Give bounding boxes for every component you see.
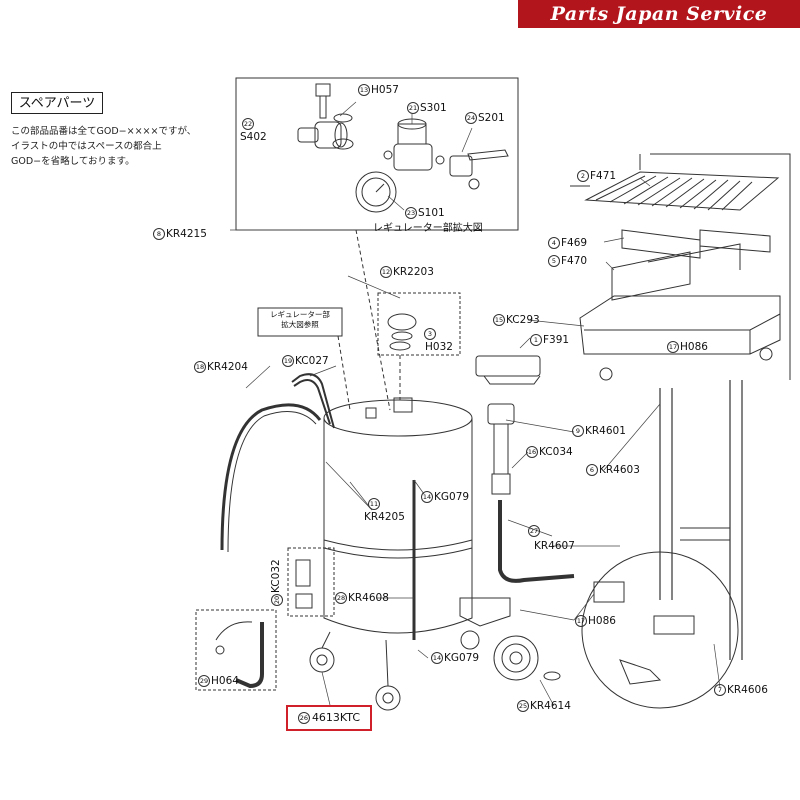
grate-f471 (584, 171, 780, 211)
large-wheel-part (493, 635, 561, 681)
tank-handle (293, 379, 331, 425)
part-label: KR4205 (364, 511, 405, 523)
part-label: S402 (240, 131, 267, 143)
part-label: H032 (425, 341, 453, 353)
regulator-caption: レギュレーター部拡大図 (373, 223, 483, 234)
hose-kr4607 (498, 500, 575, 583)
bracket-part (459, 597, 511, 627)
note-line: この部品品番は全てGOD−××××ですが、 (11, 126, 197, 137)
part-label: 27 (528, 525, 540, 537)
part-label: 22 (242, 118, 254, 130)
leader-lines (230, 101, 721, 707)
regulator-ref-line: 拡大図参照 (281, 320, 319, 329)
bolt-part (315, 83, 331, 119)
stand-legs (659, 380, 743, 660)
elbow-fitting-part (297, 113, 354, 150)
tank-body (323, 397, 473, 634)
regulator-ref-line: レギュレーター部 (270, 310, 330, 319)
fitting-kc034 (487, 403, 515, 495)
parts-note: この部品品番は全てGOD−××××ですが、 イラストの中ではスペースの都合上 G… (11, 124, 236, 169)
regulator-ref-label: レギュレーター部 拡大図参照 (259, 310, 341, 330)
hose-kr4204 (220, 403, 322, 551)
regulator-body-part (383, 118, 445, 171)
brand-banner: Parts Japan Service (518, 0, 800, 28)
fitting-detail-frame (287, 547, 335, 617)
valve-part (449, 149, 509, 190)
regulator-detail-frame (235, 77, 519, 231)
tray-f391 (475, 355, 541, 377)
part-label: KR4607 (534, 540, 575, 552)
gauge-part (355, 171, 397, 213)
cap-part (387, 313, 417, 351)
detail-circle (581, 551, 739, 709)
drain-pan-kc293 (579, 295, 781, 381)
spare-parts-title: スペアパーツ (11, 92, 103, 114)
hose-detail-frame (195, 609, 277, 691)
caster-wheels (309, 630, 480, 711)
plate-f470 (611, 251, 691, 301)
regulator-ref-frame (257, 307, 343, 337)
part-label: 3 (424, 328, 437, 341)
note-line: イラストの中ではスペースの都合上 (11, 141, 162, 152)
part-label: 11 (368, 498, 380, 510)
part-label: 20KC032 (270, 559, 283, 606)
cap-detail-frame (377, 292, 461, 356)
plate-f469 (621, 229, 701, 259)
note-line: GOD−を省略しております。 (11, 156, 135, 167)
